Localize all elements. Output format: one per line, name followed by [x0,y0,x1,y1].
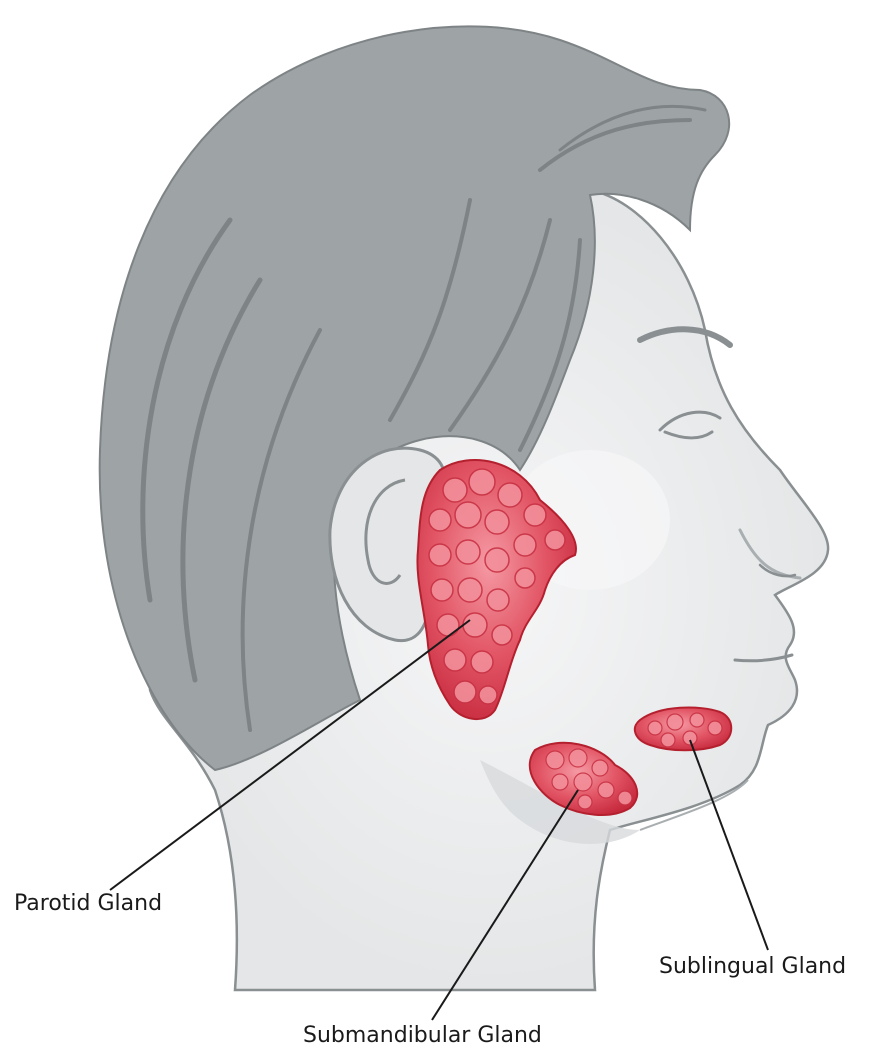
submandibular-gland-label: Submandibular Gland [303,1023,542,1048]
sublingual-gland-label: Sublingual Gland [659,954,846,979]
parotid-gland-label: Parotid Gland [14,891,162,916]
sublingual-gland [635,707,731,750]
